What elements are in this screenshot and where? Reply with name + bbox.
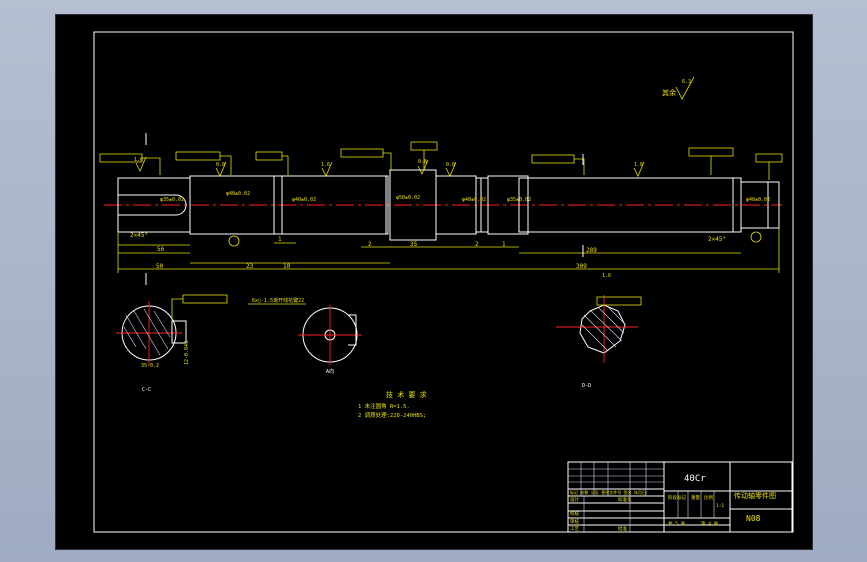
roughness-symbols: [135, 156, 645, 177]
left-keyway: [118, 194, 187, 216]
others-roughness-value: 6.3: [682, 79, 691, 85]
datum-a-icon: [228, 235, 240, 247]
dimension-lines: [117, 228, 780, 273]
roughness-16-b: 1.6: [321, 162, 330, 168]
title-sheet-total: 共 5 张: [668, 520, 686, 527]
shaft-segment-3: [273, 175, 389, 235]
dim-left-chamfer: 2×45°: [130, 232, 148, 239]
svg-text:φ40±0.02: φ40±0.02: [226, 191, 250, 197]
drawing-canvas: φ35±0.02 φ40±0.02 φ40±0.02 φ50±0.02 φ40±…: [55, 14, 813, 550]
notes-title: 技 术 要 求: [386, 390, 427, 399]
dim-56: 56: [157, 246, 165, 253]
shaft-segment-7: [487, 175, 529, 235]
cc-dim-a: 35-0.2: [141, 363, 159, 369]
roughness-16-a: 1.6: [134, 157, 143, 163]
shaft-segment-right-end: [740, 181, 780, 229]
dim-35: 35: [410, 241, 418, 248]
svg-text:φ40±0.02: φ40±0.02: [746, 197, 770, 203]
title-header-row: 标记 处数 分区 更改文件号 签名 年月日: [570, 489, 646, 495]
dd-note: 1.6: [602, 273, 611, 279]
title-row-design: 设计: [570, 496, 579, 503]
view-a-label: A向: [326, 368, 334, 375]
svg-text:φ50±0.02: φ50±0.02: [396, 195, 420, 201]
dim-2-b: 2: [475, 241, 479, 248]
title-scale: 1:1: [716, 503, 724, 509]
cc-dim-b: 12-0.043: [184, 341, 190, 365]
dim-1-a: 1: [278, 236, 282, 243]
section-cc-label: C-C: [142, 387, 151, 393]
title-col-weight: 重量: [691, 494, 700, 501]
section-dd: 1.6 D-D: [556, 273, 642, 389]
dim-right-chamfer: 2×45°: [708, 236, 726, 243]
title-material: 40Cr: [684, 474, 706, 484]
dim-309: 309: [576, 263, 587, 270]
title-block: 40Cr 传动轴零件图 N08 标记 处数 分区 更改文件号 签名 年月日 设计…: [567, 461, 793, 533]
title-col-approve: 批准: [618, 525, 627, 532]
dim-10: 10: [283, 263, 291, 270]
title-col-scale: 比例: [704, 494, 713, 501]
dim-2-a: 2: [368, 241, 372, 248]
svg-text:φ40±0.02: φ40±0.02: [292, 197, 316, 203]
roughness-08-b: 0.8: [418, 159, 427, 165]
roughness-16-c: 1.6: [634, 162, 643, 168]
dim-1-b: 1: [502, 241, 506, 248]
datum-b-icon: [750, 231, 762, 243]
title-part-name: 传动轴零件图: [734, 491, 776, 500]
title-col-std: 标准化: [618, 496, 632, 503]
drawing-svg: φ35±0.02 φ40±0.02 φ40±0.02 φ50±0.02 φ40±…: [93, 31, 794, 533]
drawing-border: [93, 31, 794, 533]
title-col-stage: 阶段标记: [668, 494, 686, 501]
svg-text:φ35±0.02: φ35±0.02: [160, 197, 184, 203]
section-cc: 35-0.2 12-0.043 C-C: [116, 294, 228, 393]
shaft-view: φ35±0.02 φ40±0.02 φ40±0.02 φ50±0.02 φ40±…: [104, 169, 782, 241]
roughness-08-a: 0.8: [216, 162, 225, 168]
others-roughness-label: 其余: [662, 88, 676, 97]
svg-text:φ40±0.02: φ40±0.02: [462, 197, 486, 203]
technical-notes: 技 术 要 求 1 未注圆角 R=1.5. 2 调质处理:220-240HBS;: [358, 390, 427, 419]
note-2: 2 调质处理:220-240HBS;: [358, 411, 426, 419]
dim-23: 23: [246, 263, 254, 270]
title-row-process: 工艺: [570, 526, 579, 532]
svg-text:φ35±0.02: φ35±0.02: [507, 197, 531, 203]
title-row-check: 校核: [570, 510, 579, 517]
section-dd-label: D-D: [582, 383, 591, 389]
title-drawing-no: N08: [746, 514, 761, 523]
title-sheet-no: 第 4 张: [701, 520, 719, 527]
dim-289: 289: [586, 247, 597, 254]
note-1: 1 未注圆角 R=1.5.: [358, 402, 410, 410]
title-row-approve: 审核: [570, 518, 579, 525]
view-a: 6x□-1.5渐开线花键22 A向: [248, 297, 362, 375]
others-roughness-icon: [675, 76, 695, 100]
dim-50: 50: [156, 263, 164, 270]
spline-label: 6x□-1.5渐开线花键22: [252, 297, 304, 304]
roughness-08-c: 0.8: [446, 162, 455, 168]
tolerance-frames: [99, 141, 783, 180]
